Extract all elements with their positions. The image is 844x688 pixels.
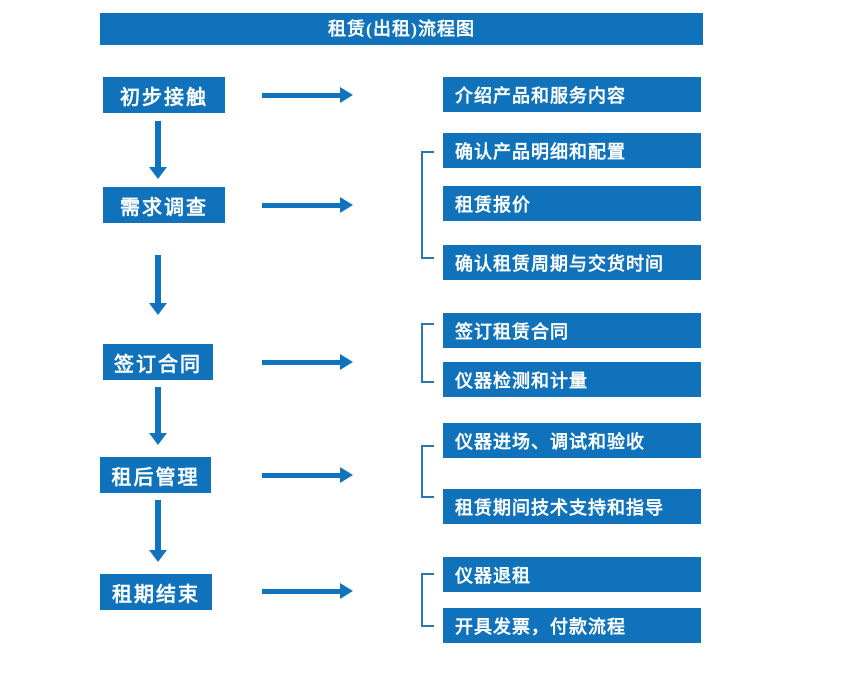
detail-invoice-payment: 开具发票，付款流程 bbox=[443, 608, 701, 643]
arrow-shaft bbox=[155, 500, 161, 550]
detail-instrument-return: 仪器退租 bbox=[443, 557, 701, 592]
arrow-shaft bbox=[262, 359, 340, 365]
arrow-right-icon bbox=[340, 87, 353, 103]
flow-arrow-down-1 bbox=[149, 121, 167, 179]
group-bracket-rental-end bbox=[421, 573, 434, 627]
flowchart-title: 租赁(出租)流程图 bbox=[100, 13, 703, 45]
arrow-shaft bbox=[262, 202, 340, 208]
detail-technical-support: 租赁期间技术支持和指导 bbox=[443, 489, 701, 524]
group-bracket-sign-contract bbox=[421, 323, 434, 383]
flow-arrow-down-4 bbox=[149, 500, 167, 562]
arrow-right-icon bbox=[340, 467, 353, 483]
step-demand-survey: 需求调查 bbox=[103, 187, 225, 223]
flow-arrow-right-5 bbox=[262, 583, 353, 599]
arrow-down-icon bbox=[149, 303, 167, 315]
flow-arrow-down-3 bbox=[149, 387, 167, 445]
flow-arrow-right-1 bbox=[262, 87, 353, 103]
detail-confirm-period-delivery: 确认租赁周期与交货时间 bbox=[443, 245, 701, 280]
step-post-rental-management: 租后管理 bbox=[100, 457, 211, 493]
flow-arrow-down-2 bbox=[149, 255, 167, 315]
flow-arrow-right-2 bbox=[262, 197, 353, 213]
step-sign-contract: 签订合同 bbox=[103, 344, 213, 380]
arrow-shaft bbox=[155, 255, 161, 303]
arrow-shaft bbox=[262, 472, 340, 478]
detail-confirm-product-config: 确认产品明细和配置 bbox=[443, 133, 701, 168]
flow-arrow-right-4 bbox=[262, 467, 353, 483]
arrow-right-icon bbox=[340, 583, 353, 599]
step-initial-contact: 初步接触 bbox=[103, 77, 225, 113]
arrow-right-icon bbox=[340, 197, 353, 213]
flow-arrow-right-3 bbox=[262, 354, 353, 370]
group-bracket-post-rental bbox=[421, 445, 434, 498]
arrow-down-icon bbox=[149, 167, 167, 179]
detail-instrument-testing: 仪器检测和计量 bbox=[443, 362, 701, 397]
arrow-shaft bbox=[155, 387, 161, 433]
arrow-shaft bbox=[262, 92, 340, 98]
arrow-shaft bbox=[155, 121, 161, 167]
arrow-right-icon bbox=[340, 354, 353, 370]
arrow-shaft bbox=[262, 588, 340, 594]
detail-introduce-products: 介绍产品和服务内容 bbox=[443, 77, 701, 112]
detail-rental-quote: 租赁报价 bbox=[443, 186, 701, 221]
step-rental-end: 租期结束 bbox=[100, 574, 212, 610]
group-bracket-demand-survey bbox=[421, 151, 434, 259]
arrow-down-icon bbox=[149, 550, 167, 562]
arrow-down-icon bbox=[149, 433, 167, 445]
detail-sign-rental-contract: 签订租赁合同 bbox=[443, 313, 701, 348]
detail-instrument-setup-acceptance: 仪器进场、调试和验收 bbox=[443, 423, 701, 458]
